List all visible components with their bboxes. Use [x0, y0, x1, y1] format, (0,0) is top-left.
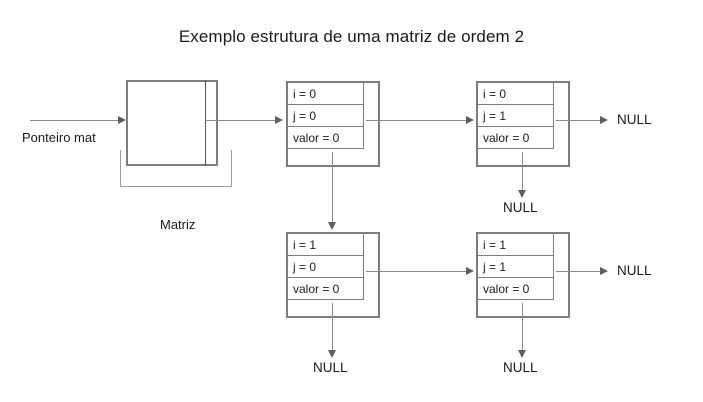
matriz-box-divider: [205, 80, 206, 166]
node-0-0-field-i: i = 0: [288, 83, 363, 105]
matriz-bracket-bottom-bar: [120, 186, 232, 187]
node01-to-null-down-arrow-head: [518, 190, 526, 198]
node10-to-node11-line: [366, 271, 470, 272]
node11-to-null-line: [556, 271, 606, 272]
ponteiro-mat-connector-line: [30, 120, 120, 121]
node-1-0-fields: i = 1 j = 0 valor = 0: [288, 234, 364, 300]
node-1-0-field-j: j = 0: [288, 256, 363, 278]
node-1-0-field-i: i = 1: [288, 234, 363, 256]
matriz-to-node00-line: [205, 120, 277, 121]
node-0-0-field-valor: valor = 0: [293, 131, 340, 145]
null-right-bottom: NULL: [617, 263, 652, 278]
ponteiro-mat-label: Ponteiro mat: [22, 130, 96, 145]
matriz-label: Matriz: [160, 217, 196, 232]
node-0-0[interactable]: i = 0 j = 0 valor = 0: [286, 81, 380, 167]
node-0-0-fields: i = 0 j = 0 valor = 0: [288, 83, 364, 149]
node00-to-node10-line: [332, 152, 333, 224]
node10-to-null-down-arrow-head: [328, 350, 336, 358]
node-0-1-field-j: j = 1: [478, 105, 553, 127]
matriz-bracket-left-stem: [120, 150, 121, 186]
null-down-left: NULL: [313, 360, 348, 375]
node01-to-null-line: [556, 120, 606, 121]
node-1-0-field-valor: valor = 0: [293, 282, 340, 296]
node-1-1-fields: i = 1 j = 1 valor = 0: [478, 234, 554, 300]
node11-to-null-down-line: [522, 303, 523, 352]
matriz-bracket-right-stem: [231, 150, 232, 186]
diagram-title: Exemplo estrutura de uma matriz de ordem…: [178, 27, 525, 46]
node01-to-null-down-line: [522, 152, 523, 192]
node11-to-null-arrow-head: [600, 267, 608, 275]
node-0-1-fields: i = 0 j = 1 valor = 0: [478, 83, 554, 149]
null-down-right: NULL: [503, 360, 538, 375]
node-1-1-field-j: j = 1: [478, 256, 553, 278]
node-0-1-field-valor: valor = 0: [483, 131, 530, 145]
node00-to-node01-line: [366, 120, 470, 121]
node01-to-null-arrow-head: [600, 116, 608, 124]
node10-to-null-down-line: [332, 303, 333, 352]
node-0-0-field-j: j = 0: [288, 105, 363, 127]
null-right-top: NULL: [617, 112, 652, 127]
node-1-0[interactable]: i = 1 j = 0 valor = 0: [286, 232, 380, 318]
matriz-to-node00-arrow-head: [275, 116, 283, 124]
ponteiro-mat-arrow-head: [118, 116, 126, 124]
node-1-1[interactable]: i = 1 j = 1 valor = 0: [476, 232, 570, 318]
null-down-top: NULL: [503, 200, 538, 215]
node11-to-null-down-arrow-head: [518, 350, 526, 358]
node-0-1[interactable]: i = 0 j = 1 valor = 0: [476, 81, 570, 167]
node10-to-node11-arrow-head: [466, 267, 474, 275]
node00-to-node10-arrow-head: [328, 222, 336, 230]
node-0-1-field-i: i = 0: [478, 83, 553, 105]
node-1-1-field-i: i = 1: [478, 234, 553, 256]
node00-to-node01-arrow-head: [466, 116, 474, 124]
matriz-pointer-box: [126, 80, 218, 166]
node-1-1-field-valor: valor = 0: [483, 282, 530, 296]
